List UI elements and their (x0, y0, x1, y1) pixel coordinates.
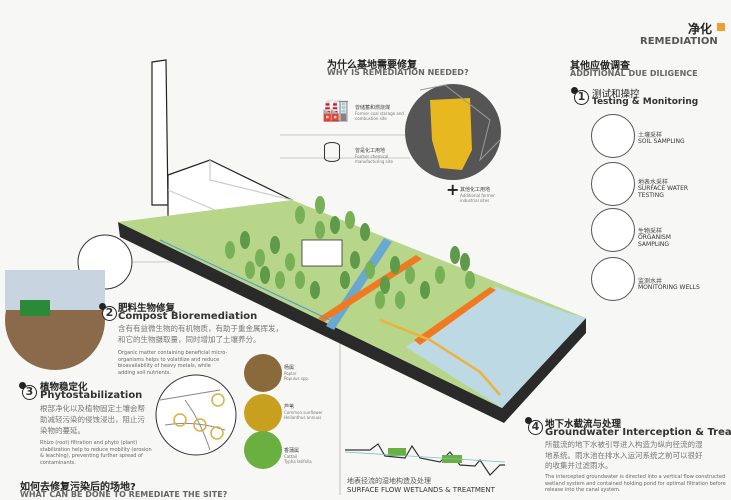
plant-name-cn: 香蒲属 (284, 448, 300, 454)
plant-latin: Typha latifolia (284, 459, 312, 464)
phyto-body-cn: 根部净化以及植物固定土壤会帮助减轻污染的侵蚀浸出，阻止污染物的蔓延。 (40, 404, 145, 435)
header-title-en: REMEDIATION (640, 36, 718, 47)
tree (460, 253, 470, 271)
soil-sampling-illustration (591, 114, 635, 158)
tree (395, 291, 405, 309)
tree (270, 236, 280, 254)
organism-sampling-illustration (591, 208, 635, 252)
why-item-desc: Former chemical manufacturing site (355, 154, 393, 164)
wetlands-caption-en: SURFACE FLOW WETLANDS & TREATMENT (347, 486, 495, 494)
why-item-label: 曾是化工用地 (355, 148, 386, 154)
tree (405, 266, 415, 284)
tree (295, 206, 305, 224)
tree (465, 271, 475, 289)
diligence-item-cn: 土壤采样 (638, 132, 663, 139)
tree (375, 291, 385, 309)
tree (360, 223, 370, 241)
compost-title-cn: 肥料生物修复 (118, 303, 176, 314)
diligence-item-cn: 生物采样 (638, 228, 663, 235)
monitoring-wells-illustration (591, 257, 635, 301)
tree (390, 256, 400, 274)
phyto-title-cn: 植物稳定化 (40, 382, 88, 393)
groundwater-title-cn: 地下水截流与处理 (545, 419, 622, 430)
step-number-3: 3 (19, 382, 37, 400)
diligence-item-cn: 监测水井 (638, 278, 663, 285)
step-number-2: 2 (99, 303, 117, 321)
plant-name-en: Poplar (284, 371, 297, 376)
tree (420, 281, 430, 299)
plant-name-cn: 杨属 (284, 365, 295, 371)
why-item-label: 其他化工用地 (460, 187, 491, 193)
trees (225, 196, 475, 309)
page-badge (717, 23, 725, 31)
tree (310, 281, 320, 299)
water-testing-illustration (591, 162, 635, 206)
compost-circle (5, 234, 133, 370)
compost-title-en: Compost Bioremediation (118, 311, 258, 322)
phyto-title-en: Phytostabilization (40, 390, 143, 401)
aerial-map-circle (405, 84, 501, 180)
plus-icon: + (446, 180, 460, 199)
diligence-item-en: SOIL SAMPLING (638, 138, 685, 145)
root-diagram-circle (155, 374, 237, 456)
plant-latin: Helianthus annuus (284, 415, 322, 420)
why-item-desc: Former coal storage and combustion site (355, 111, 404, 121)
diligence-title-cn: 其他应做调查 (570, 61, 630, 72)
tree (260, 266, 270, 284)
plant-name-en: Cattail (284, 454, 298, 459)
tree (365, 261, 375, 279)
diligence-item-en: ORGANISM SAMPLING (638, 234, 671, 248)
groundwater-body-cn: 所截流的地下水被引导进入构造为纵向径流的湿地系统。雨水池在排水入运河系统之前可以… (545, 440, 703, 470)
footer-question-en: WHAT CAN BE DONE TO REMEDIATE THE SITE? (20, 490, 228, 499)
tree (435, 266, 445, 284)
tree (275, 271, 285, 289)
step-number-4: 4 (525, 417, 543, 435)
compost-body-cn: 含有有益微生物的有机物质，有助于重金属挥发，和它的生物摄取量，同时增加了土壤养分… (118, 324, 283, 344)
tree (240, 231, 250, 249)
step-number-1: 1 (571, 87, 589, 105)
factory-icon: 🏭 (322, 98, 350, 123)
tree (315, 221, 325, 239)
plant-name-cn: 芦苇 (284, 404, 295, 410)
diligence-item-en: MONITORING WELLS (638, 284, 700, 291)
barrel-icon (324, 142, 340, 162)
tree (380, 276, 390, 294)
diligence-item-en: SURFACE WATER TESTING (638, 185, 689, 199)
why-title-en: WHY IS REMEDIATION NEEDED? (327, 68, 469, 77)
tree (225, 241, 235, 259)
tree (245, 261, 255, 279)
why-item-label: 曾储蓄和燃烧煤 (355, 105, 391, 111)
groundwater-body-en: The intercepted groundwater is directed … (545, 474, 726, 493)
diligence-title-en: ADDITIONAL DUE DILIGENCE (570, 69, 698, 78)
compost-body-en: Organic matter containing beneficial mic… (118, 350, 228, 376)
wetland-section (344, 443, 506, 476)
tree (255, 249, 265, 267)
groundwater-title-en: Groundwater Interception & Treatment (545, 427, 731, 438)
step-title-en: Testing & Monitoring (592, 97, 699, 107)
wetlands-caption-cn: 地表径流的湿地构造及处理 (347, 477, 431, 485)
tree (330, 216, 340, 234)
why-item-desc: Additional former industrial sites (460, 193, 495, 203)
tree (285, 253, 295, 271)
footer-question-cn: 如何去修复污染后的场地? (20, 482, 136, 493)
tree (350, 251, 360, 269)
why-title-cn: 为什么基地需要修复 (327, 60, 417, 71)
tree (340, 271, 350, 289)
tree (315, 196, 325, 214)
header-title-cn: 净化 (688, 22, 713, 36)
diligence-item-cn: 地表水采样 (638, 179, 669, 186)
tree (450, 246, 460, 264)
tree (345, 211, 355, 229)
step-title-cn: 测试和操控 (592, 89, 640, 100)
building-block (301, 239, 343, 267)
tree (295, 271, 305, 289)
phyto-body-en: Rhizo (root) filtration and phyto (plant… (40, 440, 152, 466)
plant-name-en: Common sunflower (284, 410, 323, 415)
plant-latin: Populus spp. (284, 376, 310, 381)
plant-photos (244, 354, 282, 469)
